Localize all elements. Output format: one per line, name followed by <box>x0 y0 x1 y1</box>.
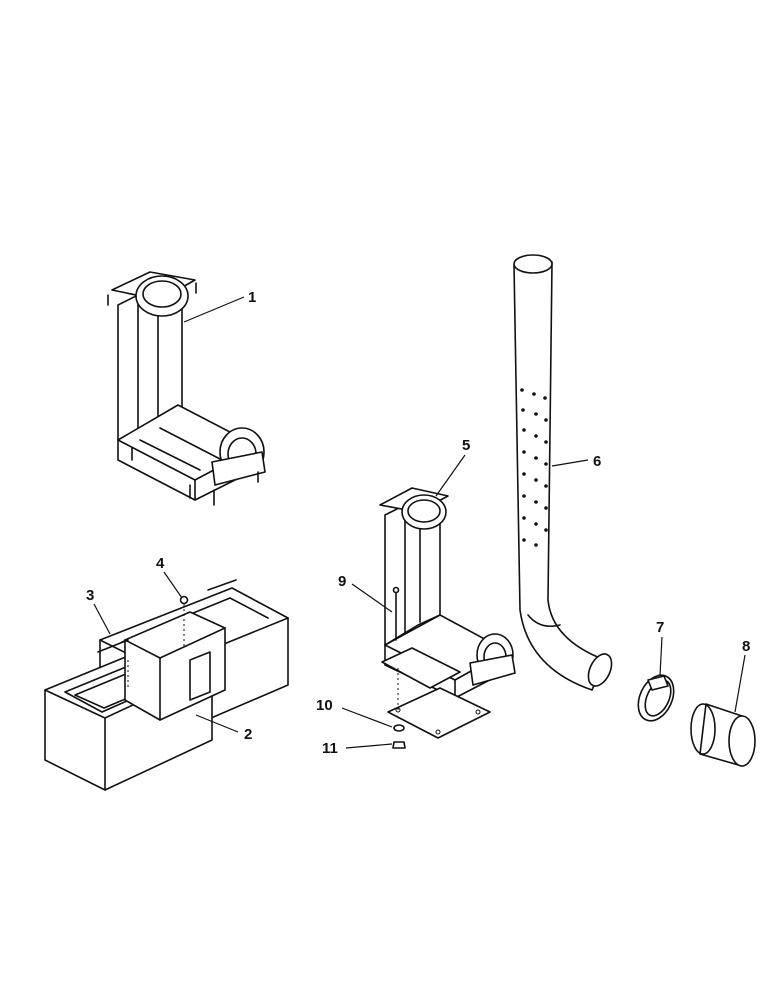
callout-5: 5 <box>462 437 470 454</box>
part-6-tube <box>513 254 613 691</box>
part-1-bracket <box>107 271 266 506</box>
callout-6: 6 <box>593 453 601 470</box>
callout-1: 1 <box>248 289 256 306</box>
part-5-bracket <box>379 487 516 749</box>
callout-9: 9 <box>338 573 346 590</box>
callout-10: 10 <box>316 697 333 714</box>
callout-7: 7 <box>656 619 664 636</box>
part-2-3-box-assembly <box>44 579 289 791</box>
callouts: 1 2 3 4 5 6 7 8 9 10 11 <box>86 289 750 757</box>
callout-4: 4 <box>156 555 165 572</box>
callout-2: 2 <box>244 726 252 743</box>
part-8-cap <box>690 703 756 767</box>
callout-3: 3 <box>86 587 94 604</box>
callout-11: 11 <box>322 740 338 757</box>
leader-lines <box>93 296 746 749</box>
callout-8: 8 <box>742 638 750 655</box>
part-7-clamp <box>637 674 675 722</box>
